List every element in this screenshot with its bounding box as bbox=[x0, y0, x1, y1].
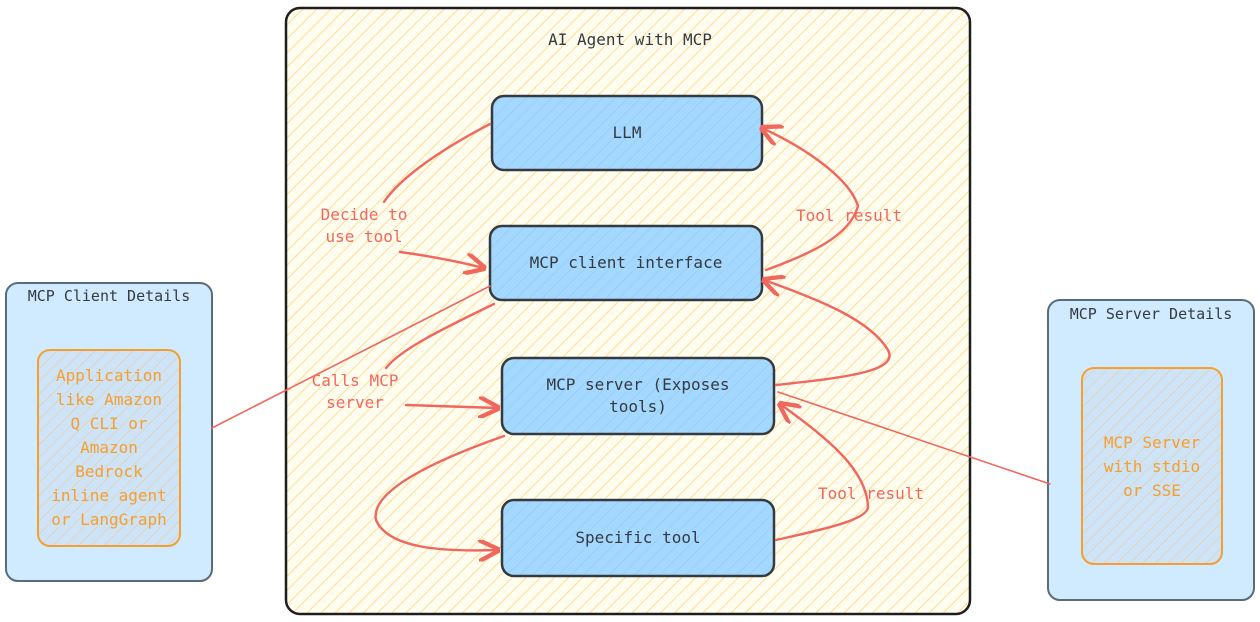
arrow-server-to-client bbox=[764, 280, 891, 387]
edge-label-decide: Decide to use tool bbox=[320, 205, 408, 246]
connector-server-panel bbox=[777, 391, 1051, 485]
server-panel bbox=[1047, 299, 1255, 601]
client-panel bbox=[5, 282, 213, 582]
edge-label-tool-result-top: Tool result bbox=[796, 206, 902, 225]
node-specific-tool-shape bbox=[500, 498, 776, 578]
server-panel-body: MCP Server with stdio or SSE bbox=[1103, 433, 1201, 500]
node-mcp-client-interface: MCP client interface bbox=[529, 253, 723, 272]
arrow-calls-to-server bbox=[404, 405, 498, 408]
node-client-interface-shape bbox=[488, 224, 764, 302]
edge-label-tool-result-bottom: Tool result bbox=[818, 484, 924, 503]
arrow-client-to-llm bbox=[762, 128, 860, 272]
server-panel-title: MCP Server Details bbox=[1069, 305, 1233, 323]
arrow-tool-to-server bbox=[776, 404, 870, 542]
node-llm-shape bbox=[490, 94, 764, 172]
arrow-decide-to-client bbox=[398, 250, 484, 268]
node-specific-tool: Specific tool bbox=[575, 528, 701, 547]
arrow-llm-to-decide bbox=[382, 122, 492, 204]
arrow-server-to-tool bbox=[374, 434, 506, 550]
client-panel-title: MCP Client Details bbox=[27, 287, 191, 305]
node-llm: LLM bbox=[612, 123, 642, 142]
arrow-client-to-calls bbox=[384, 302, 496, 370]
node-mcp-server-shape bbox=[500, 356, 776, 436]
diagram-title: AI Agent with MCP bbox=[548, 30, 712, 49]
client-panel-body: Application like Amazon Q CLI or Amazon … bbox=[51, 366, 167, 529]
node-mcp-server: MCP server (Exposes tools) bbox=[546, 375, 730, 416]
connector-client-panel bbox=[211, 285, 491, 429]
agent-container bbox=[284, 6, 972, 616]
edge-label-calls-server: Calls MCP server bbox=[311, 371, 399, 412]
